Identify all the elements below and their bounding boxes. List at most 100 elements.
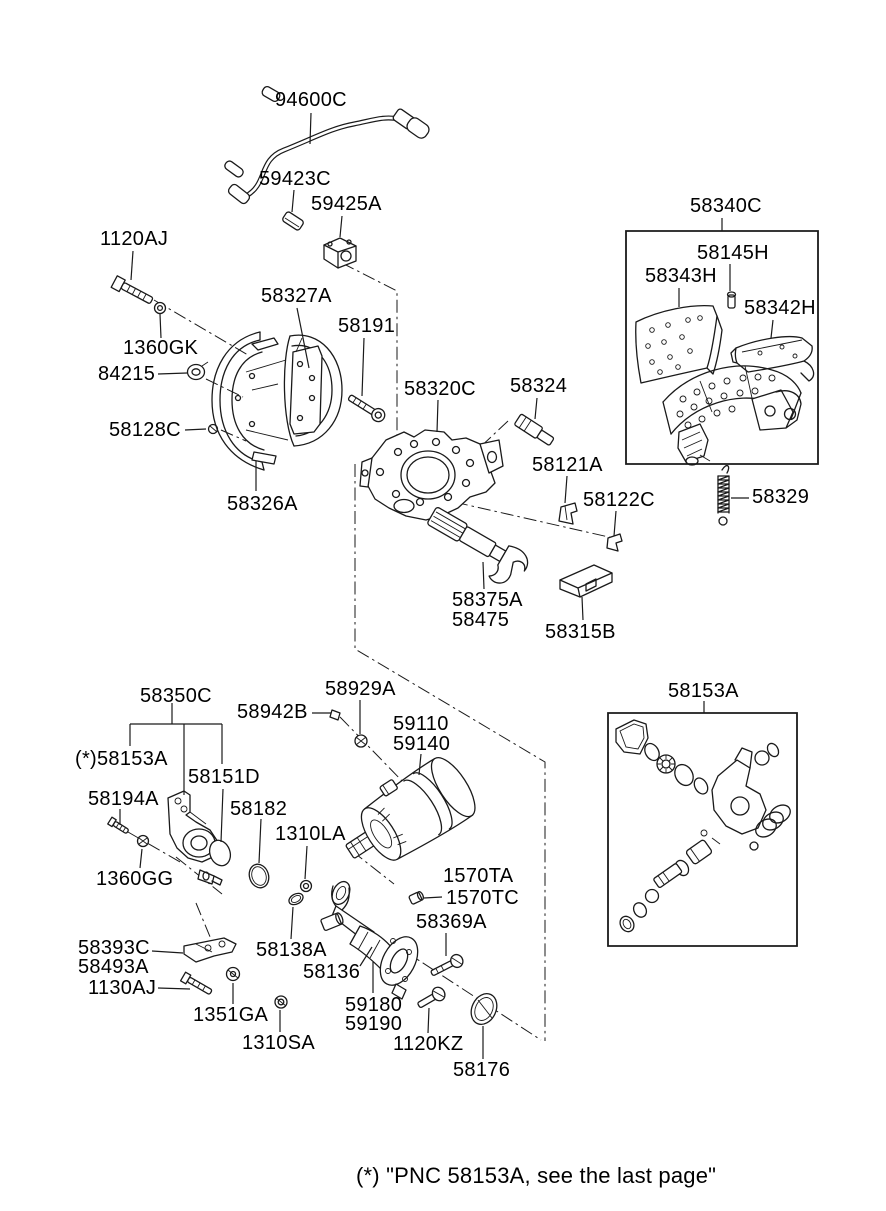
- part-label-58342H[interactable]: 58342H: [744, 297, 816, 319]
- part-label-58191[interactable]: 58191: [338, 315, 396, 337]
- leader-line-11: [535, 398, 537, 419]
- part-label-58475[interactable]: 58475: [452, 609, 510, 631]
- phantom-lines: [128, 263, 622, 1041]
- pin-58138A: [320, 912, 344, 931]
- flange-58320C: [360, 430, 503, 520]
- part-label-58350C[interactable]: 58350C: [140, 685, 212, 707]
- part-label-58315B[interactable]: 58315B: [545, 621, 616, 643]
- part-label-58393C[interactable]: 58393C: [78, 937, 150, 959]
- leader-line-34: [424, 897, 442, 898]
- part-label-58343H[interactable]: 58343H: [645, 265, 717, 287]
- phantom-line-2: [206, 379, 243, 397]
- part-label-58340C[interactable]: 58340C: [690, 195, 762, 217]
- part-label-59110[interactable]: 59110: [393, 713, 449, 735]
- part-label-58176[interactable]: 58176: [453, 1059, 511, 1081]
- phantom-line-9: [352, 851, 394, 884]
- part-label-58326A[interactable]: 58326A: [227, 493, 298, 515]
- shoe-kit-58326A: [212, 332, 288, 470]
- part-label-58153A[interactable]: 58153A: [668, 680, 739, 702]
- part-label-1351GA[interactable]: 1351GA: [193, 1004, 269, 1026]
- leader-line-6: [160, 314, 161, 338]
- part-label-58153A[interactable]: (*)58153A: [75, 748, 168, 770]
- leader-line-0: [310, 113, 311, 144]
- part-label-94600C[interactable]: 94600C: [275, 89, 347, 111]
- detail-box-58153A: [608, 713, 797, 946]
- part-label-1570TC[interactable]: 1570TC: [446, 887, 519, 909]
- backing-shield-58327A: [284, 335, 342, 446]
- housing-59180-59190: [373, 931, 426, 999]
- leader-line-29: [419, 754, 421, 775]
- leader-line-4: [297, 308, 309, 368]
- part-label-59140[interactable]: 59140: [393, 733, 451, 755]
- part-label-58929A[interactable]: 58929A: [325, 678, 396, 700]
- bolt-58369A: [429, 952, 465, 979]
- clip-58122C: [607, 534, 622, 551]
- part-label-58138A[interactable]: 58138A: [256, 939, 327, 961]
- part-label-1570TA[interactable]: 1570TA: [443, 865, 514, 887]
- bolt-1120KZ: [415, 985, 447, 1012]
- part-label-58327A[interactable]: 58327A: [261, 285, 332, 307]
- leader-line-36: [291, 907, 293, 939]
- leader-line-19: [771, 320, 773, 338]
- leader-line-1: [292, 190, 294, 212]
- cone-58942B: [330, 710, 340, 720]
- part-label-59190[interactable]: 59190: [345, 1013, 403, 1035]
- part-label-58320C[interactable]: 58320C: [404, 378, 476, 400]
- leader-line-15: [582, 597, 583, 620]
- part-label-1310LA[interactable]: 1310LA: [275, 823, 346, 845]
- part-label-58128C[interactable]: 58128C: [109, 419, 181, 441]
- part-label-58329[interactable]: 58329: [752, 486, 810, 508]
- part-label-58369A[interactable]: 58369A: [416, 911, 487, 933]
- footnote: (*) "PNC 58153A, see the last page": [356, 1163, 717, 1188]
- part-label-1360GG[interactable]: 1360GG: [96, 868, 174, 890]
- leader-line-8: [185, 429, 206, 430]
- nut-1360GG: [138, 836, 149, 847]
- bushing-ring-58138A: [287, 891, 305, 907]
- nut-1310LA: [301, 881, 312, 892]
- leader-line-3: [131, 251, 133, 280]
- part-label-59423C[interactable]: 59423C: [259, 168, 331, 190]
- part-label-58493A[interactable]: 58493A: [78, 956, 149, 978]
- washer-1351GA: [227, 968, 240, 981]
- part-label-1120KZ[interactable]: 1120KZ: [393, 1033, 464, 1055]
- part-label-59425A[interactable]: 59425A: [311, 193, 382, 215]
- phantom-line-11: [196, 903, 213, 944]
- part-label-84215[interactable]: 84215: [98, 363, 156, 385]
- phantom-line-12: [128, 832, 180, 862]
- leader-line-5: [362, 338, 364, 396]
- leader-line-31: [140, 849, 142, 868]
- clamp-59425A: [324, 238, 356, 268]
- cable-94600C: [223, 85, 431, 205]
- part-label-58151D[interactable]: 58151D: [188, 766, 260, 788]
- part-label-58375A[interactable]: 58375A: [452, 589, 523, 611]
- phantom-line-1: [154, 300, 248, 355]
- gear-assembly-58153A: [616, 720, 794, 934]
- plug-1570TA: [409, 891, 425, 905]
- part-label-58942B[interactable]: 58942B: [237, 701, 308, 723]
- nut-1310SA: [275, 996, 287, 1008]
- lining-58343H: [636, 306, 722, 383]
- bolt-1130AJ: [181, 972, 214, 997]
- part-label-58145H[interactable]: 58145H: [697, 242, 769, 264]
- part-label-58182[interactable]: 58182: [230, 798, 288, 820]
- part-label-1310SA[interactable]: 1310SA: [242, 1032, 315, 1054]
- actuator-59110-59140: [329, 746, 483, 882]
- part-label-1130AJ[interactable]: 1130AJ: [88, 977, 157, 999]
- part-label-59180[interactable]: 59180: [345, 994, 403, 1016]
- part-label-58194A[interactable]: 58194A: [88, 788, 159, 810]
- bolt-58191: [346, 392, 387, 424]
- part-label-58324[interactable]: 58324: [510, 375, 568, 397]
- part-label-58122C[interactable]: 58122C: [583, 489, 655, 511]
- leader-line-41: [152, 951, 183, 953]
- part-label-58136[interactable]: 58136: [303, 961, 361, 983]
- phantom-line-6: [355, 464, 545, 1041]
- tab-plate-58315B: [560, 565, 612, 597]
- phantom-line-0: [342, 263, 397, 455]
- brake-shoe-58340C: [663, 366, 801, 465]
- part-label-1360GK[interactable]: 1360GK: [123, 337, 199, 359]
- part-label-1120AJ[interactable]: 1120AJ: [100, 228, 169, 250]
- leader-line-10: [437, 400, 438, 432]
- part-label-58121A[interactable]: 58121A: [532, 454, 603, 476]
- leader-line-7: [158, 373, 187, 374]
